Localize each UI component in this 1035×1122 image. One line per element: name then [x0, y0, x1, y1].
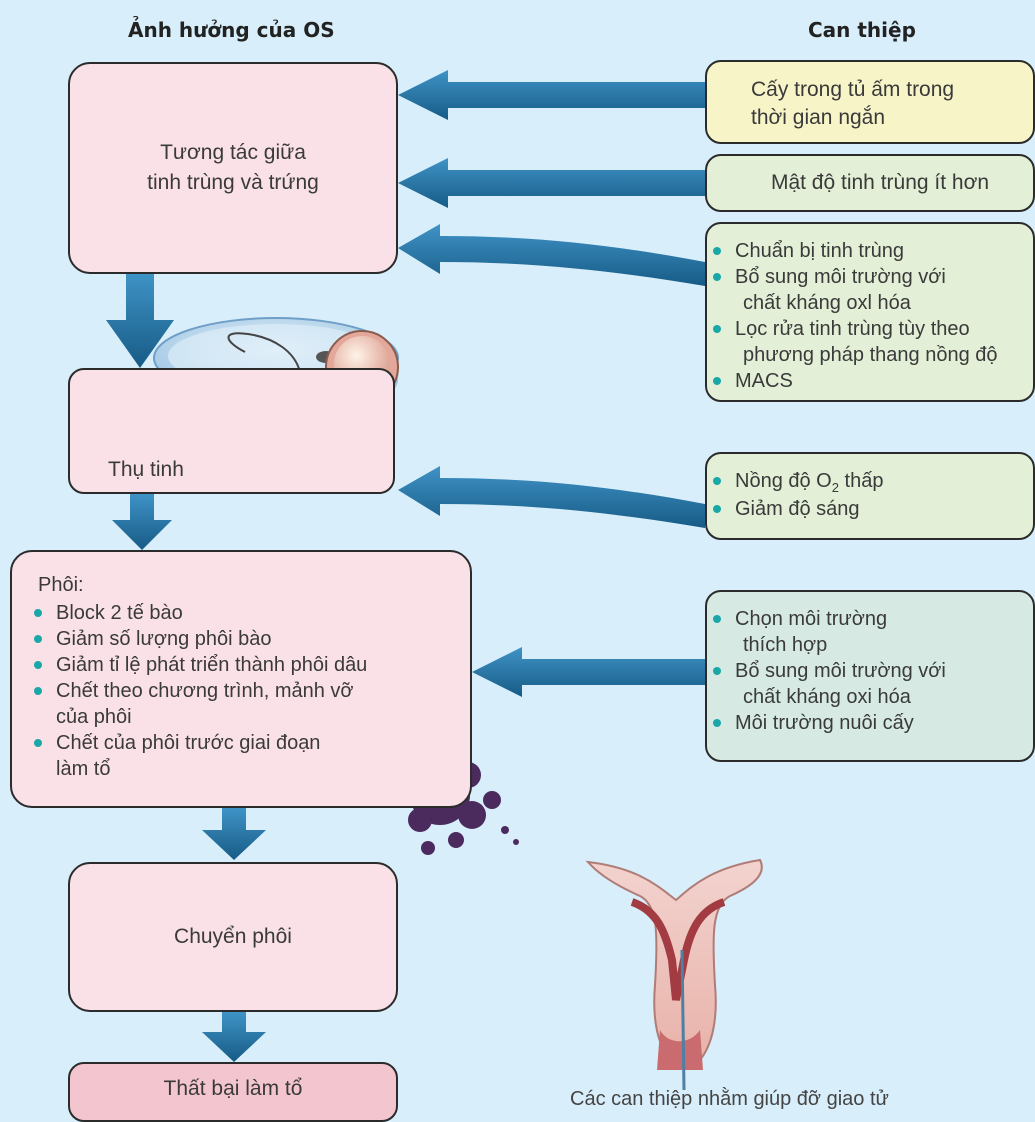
interaction-line-2: tinh trùng và trứng	[147, 168, 319, 198]
embryo-item: Block 2 tế bào	[28, 600, 367, 626]
box-culture-medium: Chọn môi trường thích hợp Bổ sung môi tr…	[705, 590, 1035, 762]
incubation-line-1: Cấy trong tủ ấm trong	[751, 76, 954, 104]
box-sperm-egg-interaction: Tương tác giữa tinh trùng và trứng	[68, 62, 398, 274]
uterus-caption: Các can thiệp nhằm giúp đỡ giao tử	[570, 1088, 889, 1111]
transfer-label: Chuyển phôi	[174, 922, 292, 952]
embryo-item: Chết theo chương trình, mảnh vỡ	[28, 678, 367, 704]
embryo-item: Chết của phôi trước giai đoạn	[28, 730, 367, 756]
culture-item-cont: chất kháng oxi hóa	[707, 684, 946, 710]
sperm-prep-item-cont: phương pháp thang nồng độ	[707, 342, 998, 368]
embryo-item: Giảm số lượng phôi bào	[28, 626, 367, 652]
sperm-prep-item: MACS	[707, 368, 998, 394]
arrow-oxygen	[398, 466, 705, 528]
box-implantation-failure: Thất bại làm tổ	[68, 1062, 398, 1122]
box-embryo-transfer: Chuyển phôi	[68, 862, 398, 1012]
box-oxygen-light: Nồng độ O2 thấp Giảm độ sáng	[705, 452, 1035, 540]
arrow-culture	[472, 647, 705, 697]
culture-item: Bổ sung môi trường với	[707, 658, 946, 684]
sperm-prep-item: Lọc rửa tinh trùng tùy theo	[707, 316, 998, 342]
box-embryo: Phôi: Block 2 tế bào Giảm số lượng phôi …	[10, 550, 472, 808]
light-item: Giảm độ sáng	[707, 496, 883, 522]
uterus-illustration	[588, 860, 762, 1090]
oxygen-item: Nồng độ O2 thấp	[707, 468, 883, 496]
oxygen-suffix: thấp	[839, 470, 883, 492]
oxygen-prefix: Nồng độ O	[735, 470, 832, 492]
arrow-down-4	[202, 1012, 266, 1062]
culture-item-cont: thích hợp	[707, 632, 946, 658]
interaction-line-1: Tương tác giữa	[147, 138, 319, 168]
culture-item: Môi trường nuôi cấy	[707, 710, 946, 736]
sperm-prep-item-cont: chất kháng oxl hóa	[707, 290, 998, 316]
embryo-item: Giảm tỉ lệ phát triển thành phôi dâu	[28, 652, 367, 678]
embryo-item-cont: của phôi	[28, 704, 367, 730]
fertilization-label: Thụ tinh	[108, 458, 184, 482]
incubation-line-2: thời gian ngắn	[751, 104, 954, 132]
oxygen-subscript: 2	[832, 480, 839, 495]
sperm-prep-item: Bổ sung môi trường với	[707, 264, 998, 290]
arrow-sperm-prep	[398, 224, 705, 286]
arrow-density	[398, 158, 705, 208]
arrow-down-3	[202, 808, 266, 860]
sperm-density-label: Mật độ tinh trùng ít hơn	[751, 168, 989, 198]
embryo-title: Phôi:	[38, 574, 84, 597]
failure-label: Thất bại làm tổ	[164, 1074, 303, 1104]
embryo-item-cont: làm tổ	[28, 756, 367, 782]
box-fertilization: Thụ tinh	[68, 368, 395, 494]
arrow-incubation	[398, 70, 705, 120]
box-sperm-density: Mật độ tinh trùng ít hơn	[705, 154, 1035, 212]
sperm-prep-item: Chuẩn bị tinh trùng	[707, 238, 998, 264]
arrow-down-2	[112, 494, 172, 550]
box-incubation: Cấy trong tủ ấm trong thời gian ngắn	[705, 60, 1035, 144]
box-sperm-preparation: Chuẩn bị tinh trùng Bổ sung môi trường v…	[705, 222, 1035, 402]
culture-item: Chọn môi trường	[707, 606, 946, 632]
